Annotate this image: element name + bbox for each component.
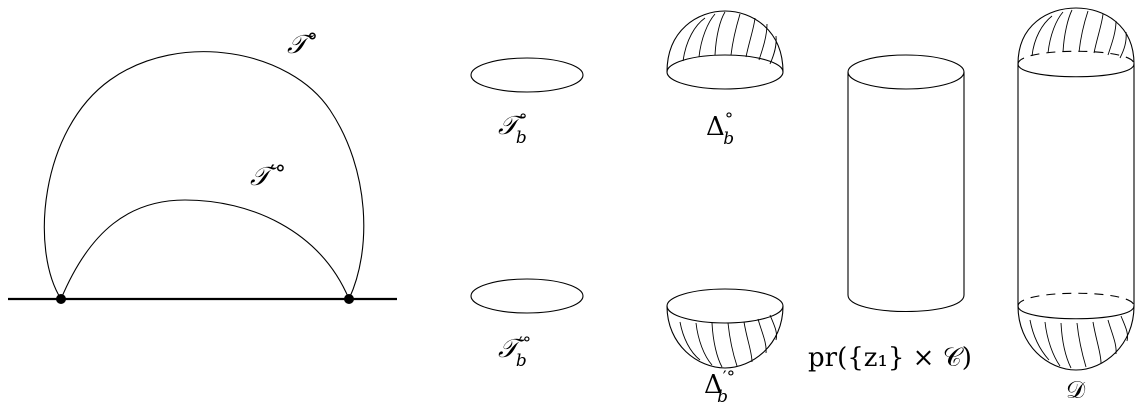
- cylinder: [847, 54, 965, 312]
- label-Deltaprime-b: Δ′°b: [704, 370, 735, 407]
- label-D-text: 𝒟: [1066, 376, 1086, 404]
- label-T-circ-main: 𝒯: [287, 30, 307, 60]
- ellipse-Tpb: [470, 278, 584, 314]
- label-Delta-b-sub: b: [723, 129, 735, 149]
- label-Tb: 𝒯b°: [498, 113, 527, 147]
- label-Tprime-b: 𝒯b′°: [498, 336, 531, 370]
- label-Tprime-circ-main: 𝒯: [250, 162, 270, 192]
- label-Tprime-circ: 𝒯′°: [250, 162, 286, 192]
- label-T-circ: 𝒯°: [287, 30, 318, 60]
- lower-hemisphere: [666, 288, 784, 369]
- label-projection-text: pr({z₁} × 𝒞): [808, 343, 972, 373]
- label-Tprime-b-main: 𝒯: [498, 334, 518, 364]
- label-Deltaprime-b-main: Δ: [704, 370, 723, 400]
- outer-arc-T: [43, 51, 365, 300]
- label-T-circ-sup: °: [306, 30, 318, 55]
- label-Tb-sub: b: [515, 128, 527, 148]
- ellipse-Tb: [470, 57, 584, 93]
- endpoint-left: [56, 294, 66, 304]
- label-Tprime-circ-sup: ′°: [269, 162, 286, 187]
- label-Tprime-b-sup: ′°: [518, 334, 532, 354]
- label-Deltaprime-b-sub: b: [717, 387, 729, 407]
- capsule-D: [1017, 7, 1135, 371]
- label-Tb-sup: °: [518, 111, 528, 131]
- inner-arc-Tprime: [60, 199, 350, 300]
- label-projection: pr({z₁} × 𝒞): [808, 345, 972, 371]
- label-Delta-b: Δ°b: [706, 112, 734, 148]
- label-Delta-b-sup: °: [724, 110, 734, 130]
- label-Delta-b-main: Δ: [706, 112, 725, 142]
- label-Tprime-b-sub: b: [515, 351, 527, 371]
- label-Tb-main: 𝒯: [498, 111, 518, 141]
- endpoint-right: [344, 294, 354, 304]
- label-D: 𝒟: [1066, 378, 1085, 402]
- upper-hemisphere: [666, 10, 784, 90]
- label-Deltaprime-b-sup: ′°: [722, 368, 736, 388]
